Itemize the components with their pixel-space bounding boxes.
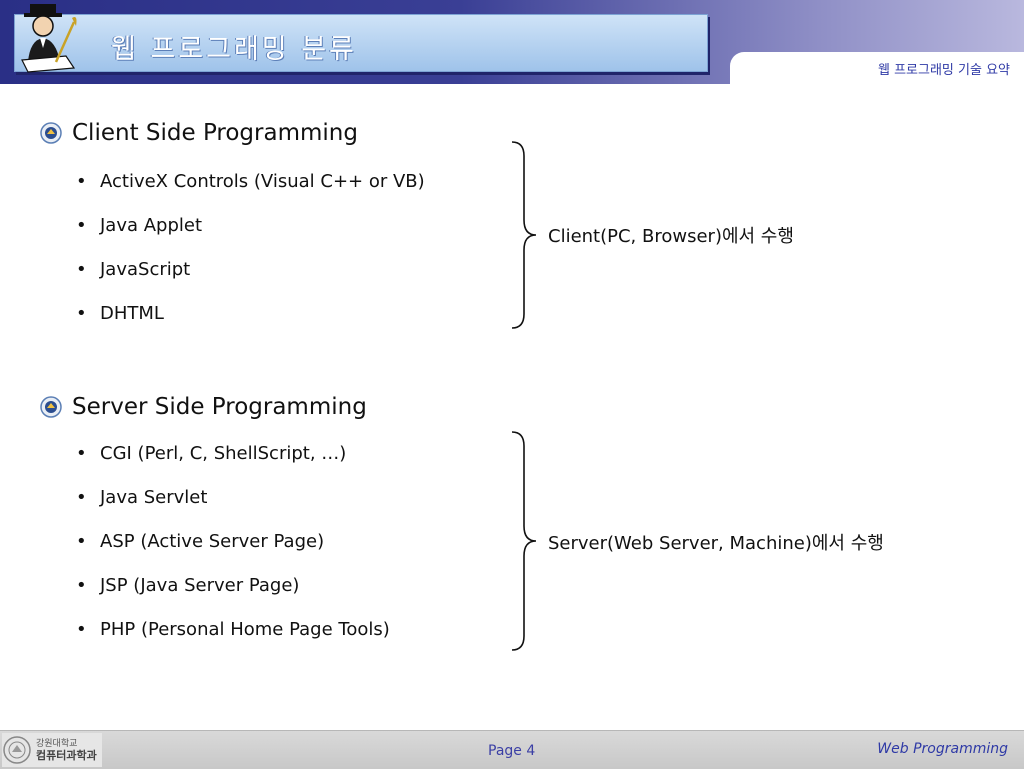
university-name: 강원대학교 컴퓨터과학과 <box>36 739 97 761</box>
university-seal-icon <box>3 736 31 764</box>
list-item: PHP (Personal Home Page Tools) <box>76 620 390 664</box>
page-title: 웹 프로그래밍 분류 <box>111 34 357 65</box>
section-heading-client: Client Side Programming <box>40 120 358 146</box>
emblem-bullet-icon <box>40 396 62 418</box>
right-brace-server <box>511 431 537 651</box>
university-line2: 컴퓨터과학과 <box>36 749 97 762</box>
list-item: ASP (Active Server Page) <box>76 532 390 576</box>
title-box: 웹 프로그래밍 분류 <box>14 14 708 72</box>
list-item: JavaScript <box>76 260 425 304</box>
course-name: Web Programming <box>877 741 1008 757</box>
university-line1: 강원대학교 <box>36 739 78 749</box>
page-number: Page 4 <box>488 743 536 759</box>
right-brace-client <box>511 141 537 329</box>
list-item: CGI (Perl, C, ShellScript, …) <box>76 444 390 488</box>
list-item: DHTML <box>76 304 425 348</box>
brace-label-server: Server(Web Server, Machine)에서 수행 <box>548 533 884 554</box>
list-item: JSP (Java Server Page) <box>76 576 390 620</box>
subtitle-tab: 웹 프로그래밍 기술 요약 <box>730 52 1024 84</box>
brace-label-client: Client(PC, Browser)에서 수행 <box>548 226 794 247</box>
list-item: Java Servlet <box>76 488 390 532</box>
writer-figure-icon <box>21 4 77 73</box>
emblem-bullet-icon <box>40 122 62 144</box>
server-bullet-list: CGI (Perl, C, ShellScript, …) Java Servl… <box>76 444 390 664</box>
header-banner: 웹 프로그래밍 분류 웹 프로그래밍 기술 요약 <box>0 0 1024 84</box>
section-heading-text: Server Side Programming <box>72 394 367 420</box>
section-heading-text: Client Side Programming <box>72 120 358 146</box>
subtitle-text: 웹 프로그래밍 기술 요약 <box>878 63 1010 78</box>
footer-bar: 강원대학교 컴퓨터과학과 Page 4 Web Programming <box>0 730 1024 769</box>
list-item: ActiveX Controls (Visual C++ or VB) <box>76 172 425 216</box>
client-bullet-list: ActiveX Controls (Visual C++ or VB) Java… <box>76 172 425 348</box>
section-heading-server: Server Side Programming <box>40 394 367 420</box>
list-item: Java Applet <box>76 216 425 260</box>
university-logo: 강원대학교 컴퓨터과학과 <box>2 733 102 767</box>
